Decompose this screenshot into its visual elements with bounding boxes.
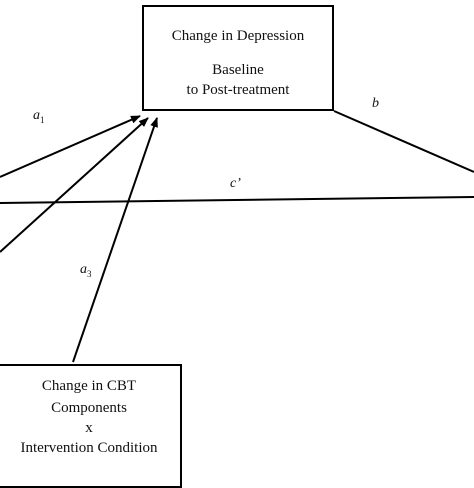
cbt-box-condition: Intervention Condition — [20, 440, 158, 456]
mediation-diagram: Change in Depression Baseline to Post-tr… — [0, 5, 474, 488]
depression-change-box: Change in Depression Baseline to Post-tr… — [142, 5, 334, 111]
depression-box-timeframe: to Post-treatment — [186, 82, 290, 98]
cbt-box-components: Components — [51, 400, 127, 416]
path-a1-arrow — [0, 115, 141, 178]
cbt-box-times: x — [85, 420, 93, 436]
path-label-b: b — [372, 96, 379, 111]
path-label-a3: a3 — [80, 262, 92, 279]
path-label-a3-subscript: 3 — [87, 268, 92, 279]
path-label-a1: a1 — [33, 108, 45, 125]
path-a2-arrow — [0, 117, 149, 253]
depression-box-title: Change in Depression — [171, 28, 305, 44]
path-label-a3-letter: a — [80, 262, 87, 277]
path-a3-arrow — [72, 117, 158, 363]
path-label-a1-subscript: 1 — [40, 114, 45, 125]
path-arrows — [0, 110, 474, 363]
depression-box-baseline: Baseline — [212, 62, 264, 78]
path-c-prime-line — [0, 196, 474, 204]
path-b-line — [333, 110, 474, 173]
path-label-a1-letter: a — [33, 108, 40, 123]
path-label-c-prime: c’ — [230, 176, 241, 191]
cbt-box-title: Change in CBT — [41, 378, 137, 394]
cbt-interaction-box: Change in CBT Components x Intervention … — [0, 364, 182, 488]
